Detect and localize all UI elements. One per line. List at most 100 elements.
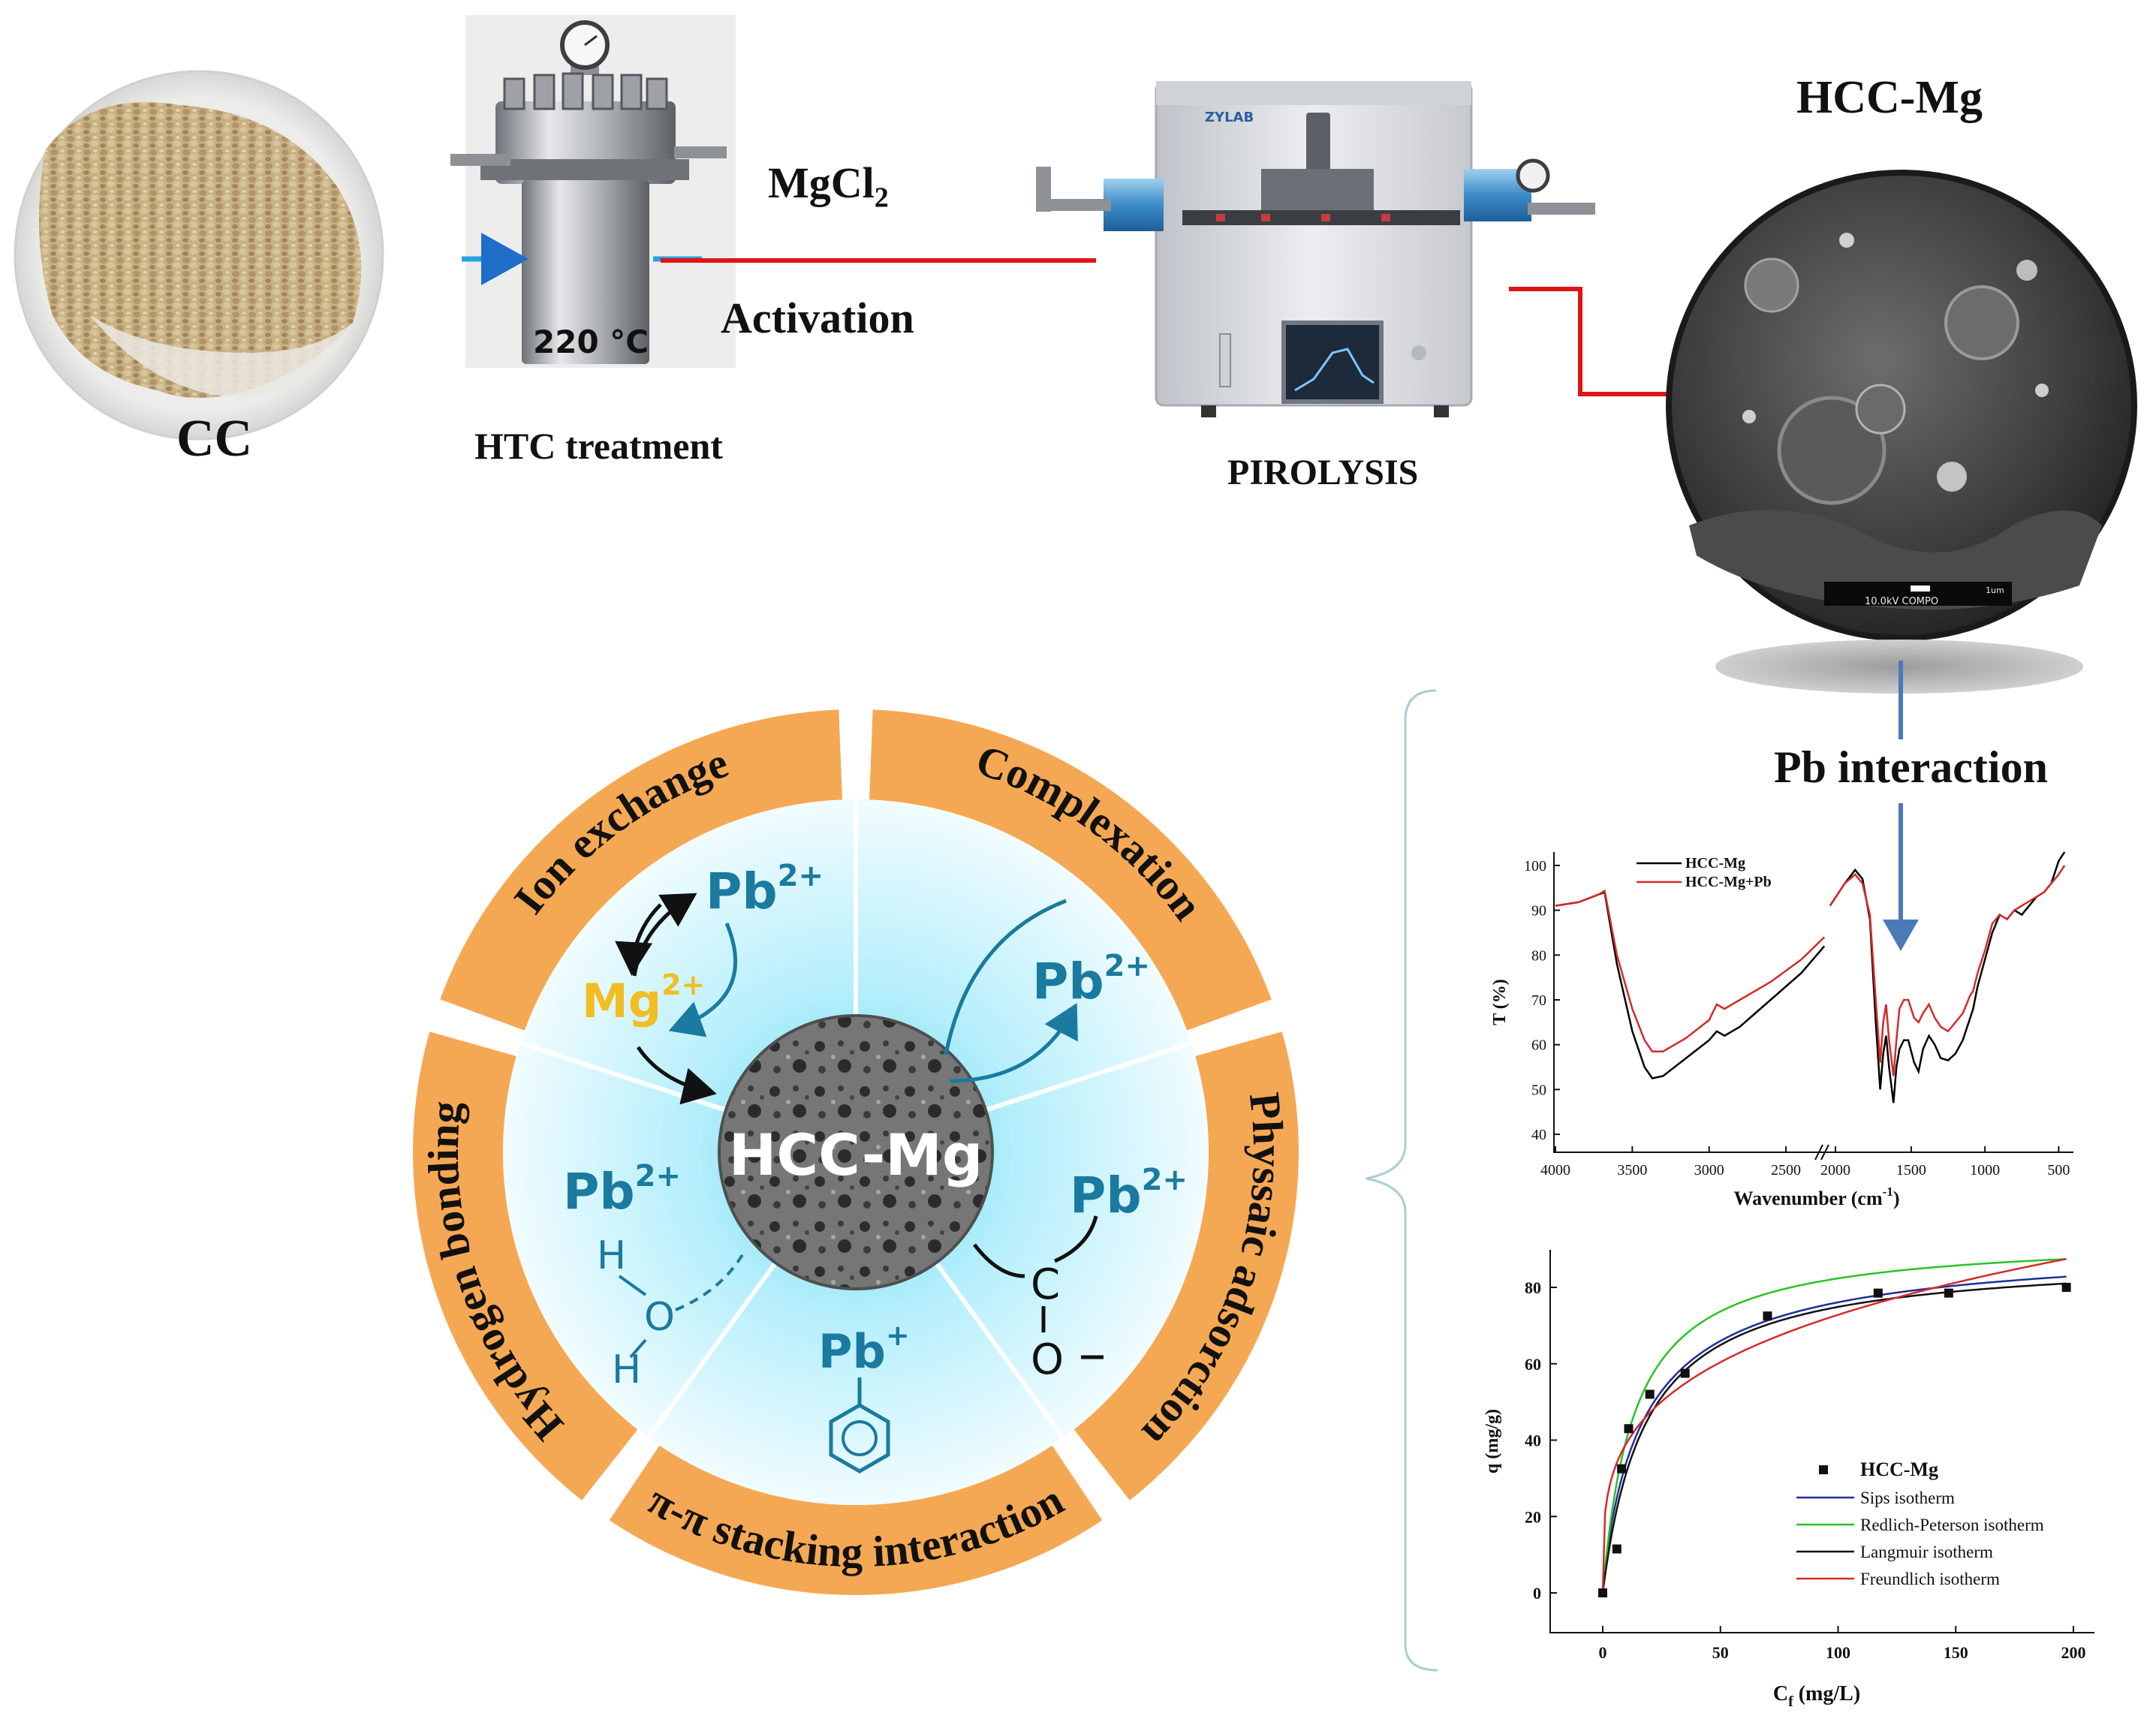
data-point	[1612, 1544, 1622, 1554]
y-tick-label: 80	[1531, 947, 1546, 964]
wheel-sector	[869, 709, 1272, 1031]
legend-label: Redlich-Peterson isotherm	[1860, 1516, 2044, 1534]
complexation-arrow	[949, 1003, 1078, 1083]
axis-break	[1820, 1144, 1829, 1161]
furnace-brand: ZYLAB	[1205, 110, 1254, 125]
sem-image: 10.0kV COMPO 1um	[1666, 170, 2137, 641]
data-point	[1598, 1588, 1607, 1597]
legend-label: Sips isotherm	[1860, 1489, 1955, 1507]
wheel-divider	[934, 1261, 1065, 1440]
complexation-curve	[944, 899, 1067, 1055]
x-tick-label: 50	[1712, 1643, 1729, 1662]
ftir-axes	[1553, 852, 2073, 1153]
y-tick-label: 40	[1525, 1431, 1541, 1450]
ion-exchange-arrow-pb	[668, 923, 738, 1037]
pyrolysis-label: PIROLYSIS	[1227, 453, 1419, 492]
hbond-line1	[618, 1275, 647, 1296]
x-tick-label: 2500	[1771, 1162, 1801, 1179]
physical-bond-pb	[1053, 1215, 1098, 1263]
x-tick-label: 500	[2047, 1162, 2070, 1179]
data-point	[1624, 1424, 1634, 1434]
ion-exchange-arrow-core	[636, 1046, 717, 1105]
wheel-sector	[1073, 1031, 1299, 1501]
data-point	[1944, 1288, 1953, 1298]
benzene-ring	[842, 1420, 878, 1456]
isotherm-curve	[1601, 1275, 2067, 1594]
y-tick-label: 60	[1531, 1037, 1546, 1054]
hbond-line2	[629, 1338, 647, 1359]
hbond-dash	[675, 1252, 745, 1311]
ftir-ylabel: T (%)	[1490, 979, 1510, 1025]
wheel-divider	[985, 1040, 1192, 1112]
ion-exchange-pb: Pb2+	[706, 859, 824, 920]
x-tick-label: 3500	[1617, 1162, 1647, 1179]
sem-info: 10.0kV COMPO	[1865, 596, 1938, 607]
legend-label: Freundlich isotherm	[1860, 1570, 2000, 1588]
hcc-mg-core	[718, 1014, 994, 1290]
iso-xlabel: Cf (mg/L)	[1773, 1682, 1860, 1710]
ftir-series-line	[1829, 851, 2066, 1103]
wheel-sector	[440, 709, 842, 1031]
y-tick-label: 0	[1533, 1584, 1541, 1603]
benzene-icon	[829, 1403, 890, 1474]
hbond-h2: H	[612, 1347, 641, 1392]
x-tick-label: 3000	[1694, 1162, 1724, 1179]
brace	[1366, 689, 1438, 1672]
reagent-label: MgCl2	[768, 158, 889, 214]
ftir-series-line	[1829, 865, 2066, 1076]
y-tick-label: 50	[1531, 1082, 1546, 1098]
data-point	[1763, 1311, 1772, 1321]
legend-label: HCC-Mg+Pb	[1685, 874, 1772, 890]
legend-label: HCC-Mg	[1860, 1459, 1938, 1480]
data-point	[1680, 1368, 1690, 1378]
legend-label: HCC-Mg	[1685, 855, 1745, 872]
x-tick-label: 150	[1944, 1643, 1968, 1662]
hbond-pb: Pb2+	[563, 1159, 681, 1221]
y-tick-label: 20	[1525, 1507, 1541, 1526]
legend-label: Langmuir isotherm	[1860, 1543, 1993, 1561]
x-tick-label: 100	[1826, 1643, 1850, 1662]
physical-o: O	[1031, 1335, 1064, 1384]
wheel-sector	[412, 1031, 638, 1501]
isotherm-curve	[1601, 1258, 2067, 1594]
ftir-series-line	[1555, 889, 1826, 1052]
x-tick-label: 0	[1599, 1643, 1607, 1662]
iso-ylabel: q (mg/g)	[1483, 1409, 1502, 1474]
x-tick-label: 200	[2061, 1643, 2086, 1662]
activation-label: Activation	[721, 294, 914, 342]
product-title: HCC-Mg	[1796, 72, 1983, 123]
furnace-image: ZYLAB	[1036, 81, 1595, 417]
core-label: HCC-Mg	[729, 1121, 983, 1188]
cc-label: CC	[176, 410, 253, 468]
x-tick-label: 2000	[1820, 1162, 1850, 1179]
to-sem-arrow	[1509, 287, 1709, 417]
legend-marker	[1819, 1465, 1828, 1474]
y-tick-label: 100	[1524, 858, 1546, 875]
y-tick-label: 90	[1531, 903, 1546, 920]
axis-break	[1814, 1144, 1823, 1161]
isotherm-curve	[1601, 1257, 2067, 1594]
data-point	[1873, 1288, 1883, 1298]
htc-label: HTC treatment	[474, 425, 723, 467]
ftir-series-line	[1555, 891, 1826, 1079]
y-tick-label: 80	[1525, 1278, 1541, 1297]
ion-exchange-mg: Mg2+	[582, 968, 705, 1028]
isotherm-curve	[1601, 1282, 2067, 1594]
y-tick-label: 70	[1531, 992, 1546, 1009]
pi-stacking-pb: Pb+	[818, 1319, 910, 1379]
ftir-xlabel: Wavenumber (cm-1)	[1734, 1185, 1900, 1209]
y-tick-label: 40	[1531, 1127, 1546, 1143]
data-point	[1645, 1389, 1655, 1399]
interaction-label: Pb interaction	[1774, 742, 2048, 792]
data-point	[1617, 1464, 1627, 1474]
x-tick-label: 1000	[1970, 1162, 2000, 1179]
complexation-pb: Pb2+	[1032, 949, 1150, 1010]
wheel-divider	[646, 1261, 778, 1440]
htc-temperature: 220 °C	[533, 324, 649, 360]
hbond-o: O	[644, 1295, 675, 1340]
hbond-h1: H	[597, 1233, 626, 1278]
